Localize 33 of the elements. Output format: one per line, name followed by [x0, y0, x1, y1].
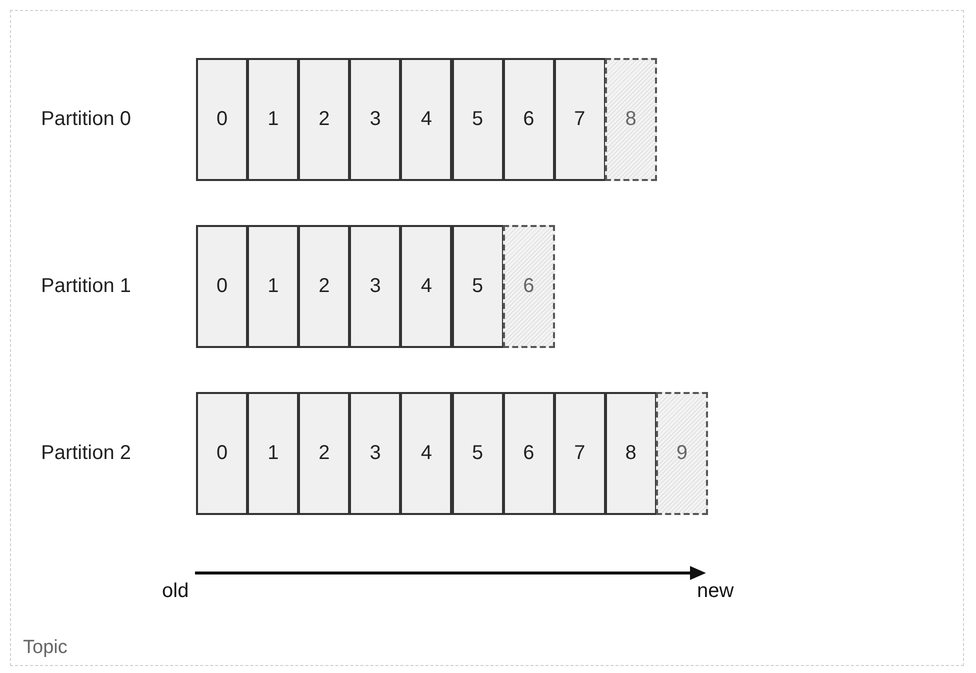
- record-cell: 3: [349, 58, 402, 181]
- record-cell: 0: [196, 225, 248, 348]
- record-cell: 7: [554, 392, 606, 515]
- record-cell: 5: [452, 392, 504, 515]
- record-cell: 0: [196, 392, 248, 515]
- record-cell: 4: [400, 392, 452, 515]
- record-cell: 2: [298, 58, 350, 181]
- record-cell: 7: [554, 58, 606, 181]
- pending-record-cell: 9: [656, 392, 708, 515]
- record-cell: 2: [298, 225, 350, 348]
- record-cell: 1: [247, 392, 300, 515]
- record-cell: 1: [247, 58, 300, 181]
- partition-label: Partition 0: [41, 108, 132, 130]
- record-cell: 8: [604, 392, 657, 515]
- record-cell: 4: [400, 225, 452, 348]
- axis-end-label: old: [162, 580, 189, 603]
- record-cell: 1: [247, 225, 300, 348]
- axis-end-label: new: [697, 580, 734, 603]
- record-cell: 3: [349, 225, 402, 348]
- topic-label: Topic: [23, 637, 68, 659]
- pending-record-cell: 6: [502, 225, 555, 348]
- record-cell: 0: [196, 58, 248, 181]
- partition-label: Partition 2: [41, 442, 132, 464]
- record-cell: 4: [400, 58, 452, 181]
- record-cell: 2: [298, 392, 350, 515]
- partition-label: Partition 1: [41, 274, 132, 298]
- record-cell: 6: [502, 58, 555, 181]
- record-cell: 5: [452, 58, 504, 181]
- pending-record-cell: 8: [604, 58, 657, 181]
- topic-frame: [10, 10, 964, 666]
- record-cell: 6: [502, 392, 555, 515]
- record-cell: 5: [452, 225, 504, 348]
- record-cell: 3: [349, 392, 402, 515]
